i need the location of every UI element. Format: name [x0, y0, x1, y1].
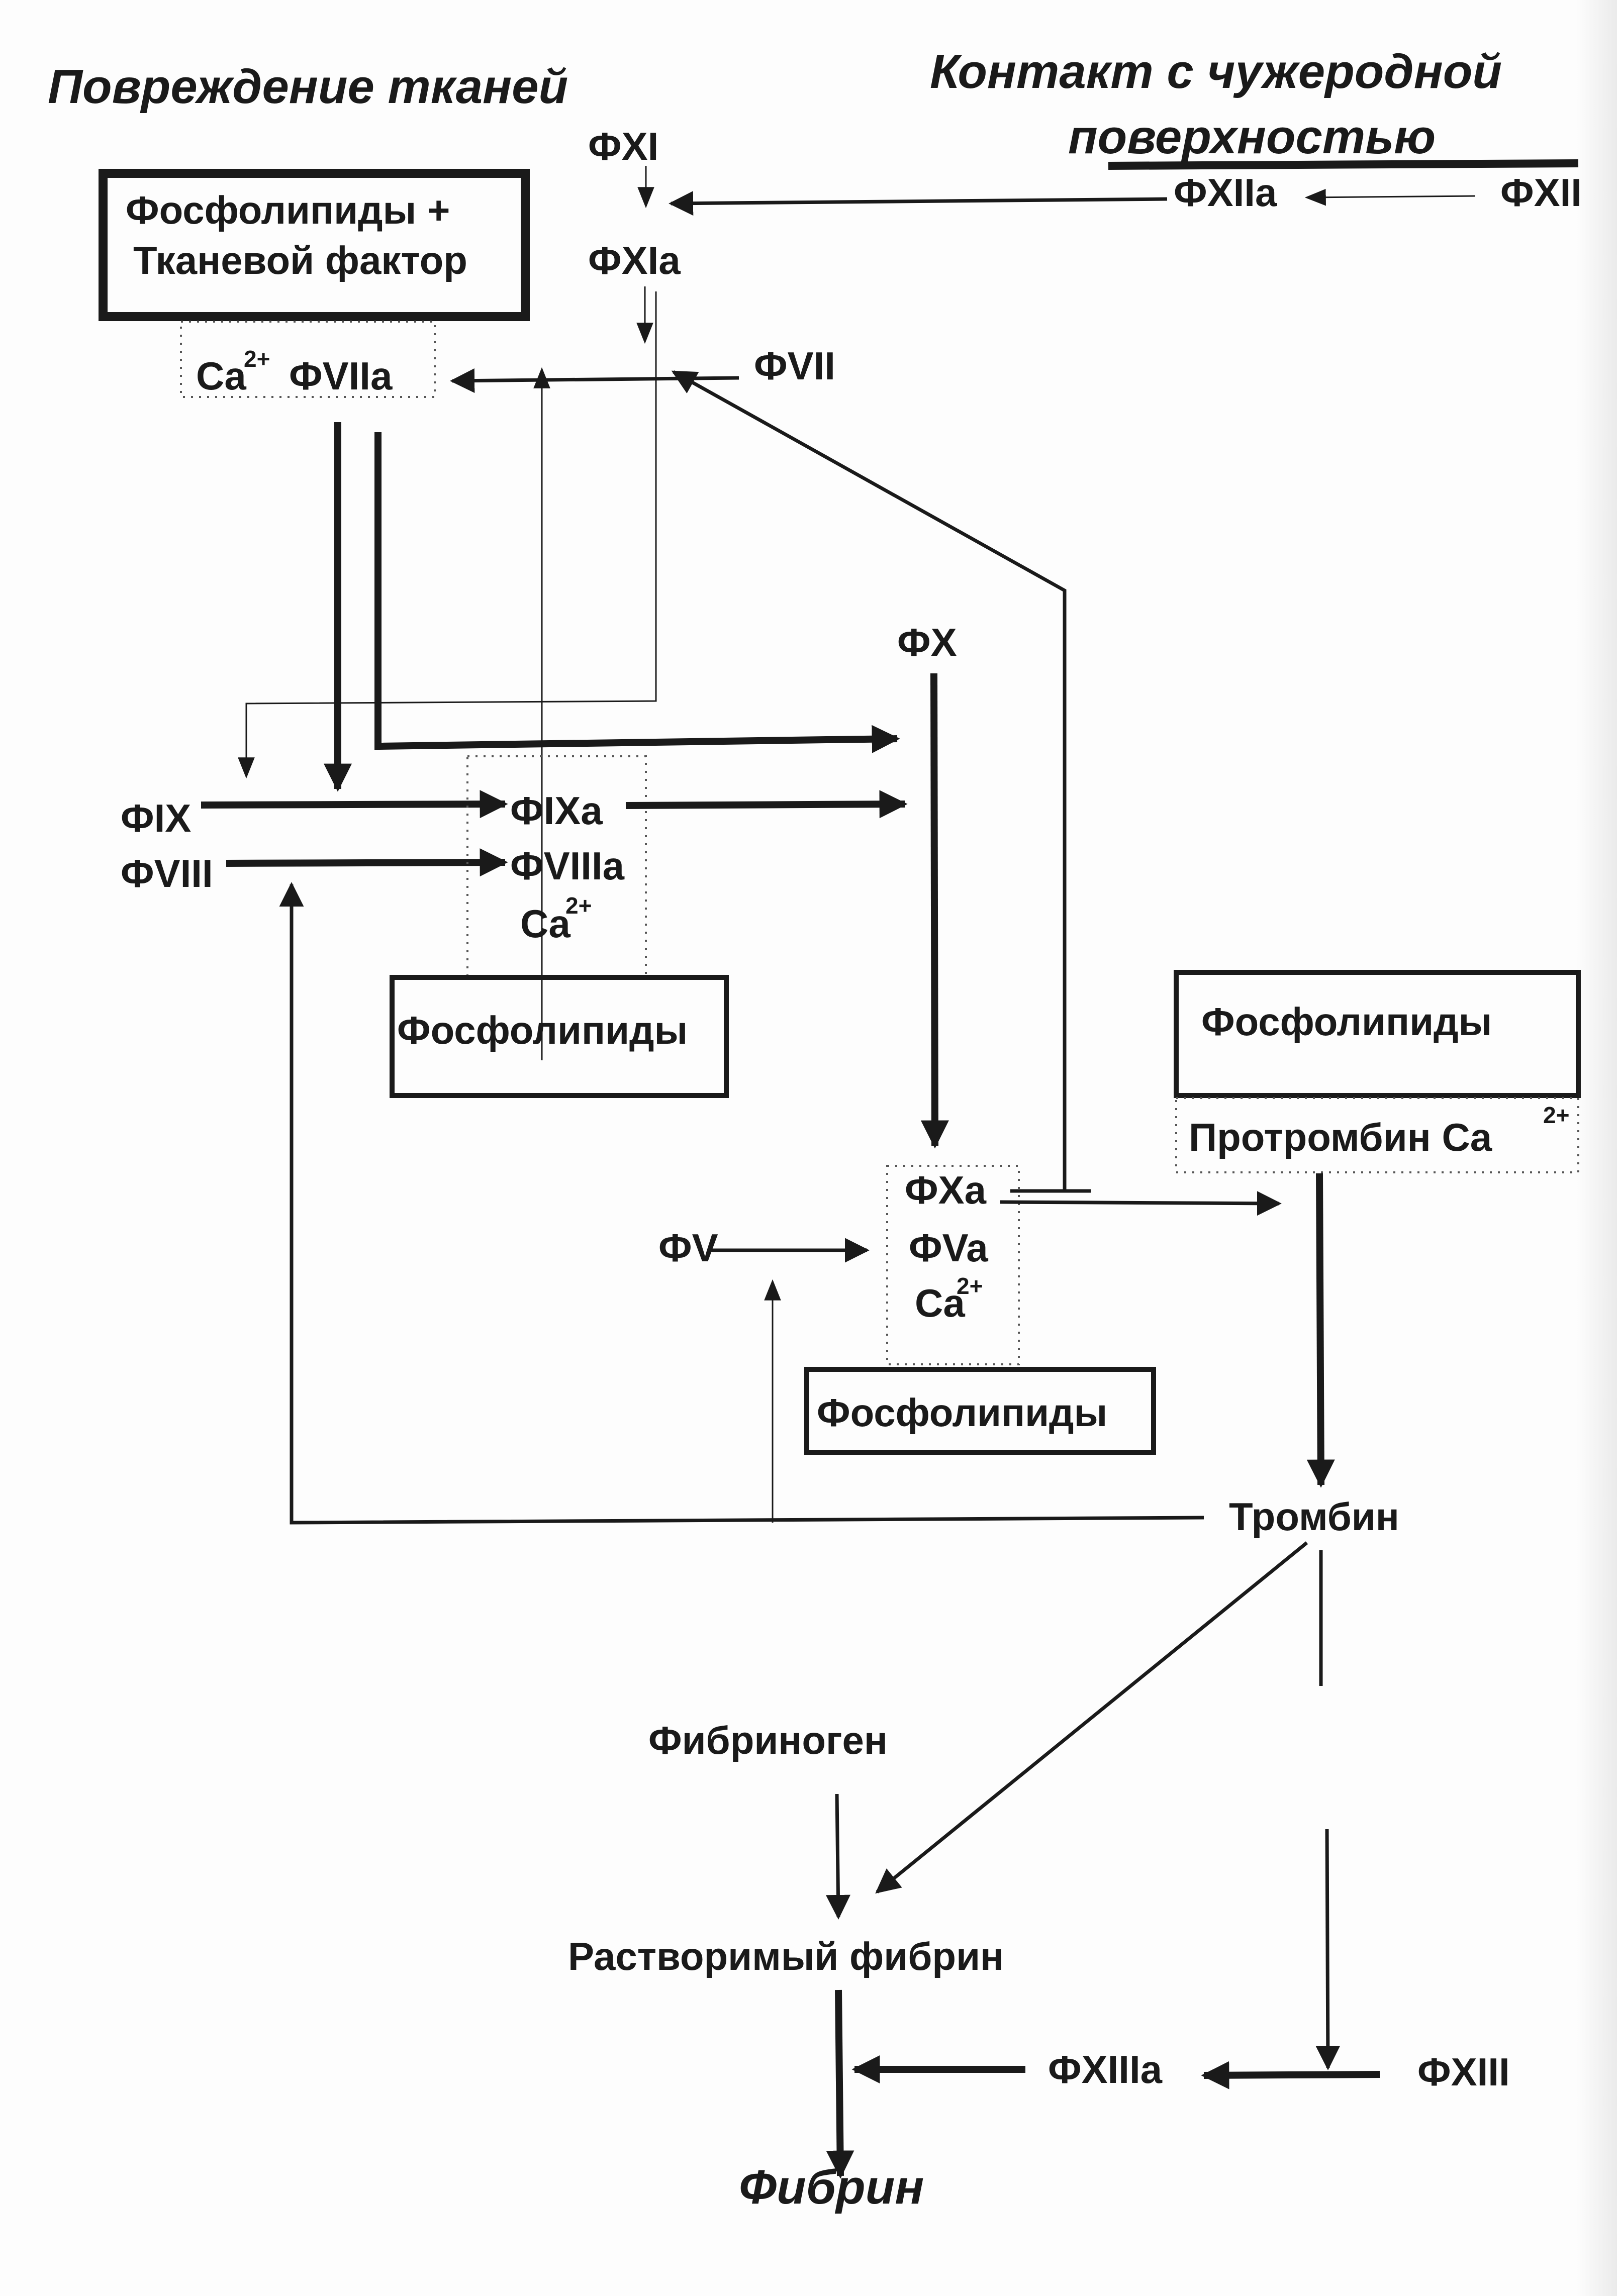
fviia-complex-box [180, 321, 436, 398]
arrow-thrombin-to-soluble-fibrin [875, 1541, 1308, 1894]
phospholipids-label-1: Фосфолипиды [397, 1008, 688, 1052]
node-fxi: ФXI [588, 124, 658, 168]
tissue-factor-box [99, 169, 530, 321]
node-fxii: ФXII [1500, 170, 1582, 215]
node-fx: ФX [897, 620, 957, 664]
node-fxiii: ФXIII [1417, 2050, 1510, 2094]
arrow-fix-to-fixa [201, 790, 508, 819]
heading-foreign-contact-line2: поверхностью [1068, 110, 1436, 164]
node-fxiia: ФXIIa [1174, 170, 1277, 215]
arrow-fviii-to-fviiia [226, 848, 508, 877]
phospholipids-label-3: Фосфолипиды [817, 1390, 1107, 1435]
fviia-label: ФVIIa [289, 354, 393, 398]
node-fv: ФV [658, 1226, 718, 1270]
tf-box-line2: Тканевой фактор [133, 238, 467, 282]
heading-underline [1108, 159, 1579, 170]
node-fvii: ФVII [754, 344, 835, 388]
node-fibrin: Фибрин [739, 2160, 924, 2214]
node-fva: ФVa [909, 1226, 988, 1270]
heading-tissue-damage: Повреждение тканей [48, 60, 568, 114]
tenase-complex-box [466, 755, 647, 978]
arrow-fxiii-to-fxiiia [1201, 2061, 1380, 2089]
arrow-fibrinogen-to-soluble-fibrin [825, 1793, 850, 1920]
prothrombin-complex-box [1175, 1097, 1579, 1173]
arrow-thrombin-to-fxiii [1315, 1829, 1341, 2070]
arrow-thrombin-feedback-fviii [279, 882, 1204, 1525]
prothrombinase-ca-sup: 2+ [957, 1273, 983, 1299]
arrow-prothrombin-to-thrombin [1306, 1173, 1335, 1488]
tf-box-line1: Фосфолипиды + [126, 188, 450, 232]
node-prothrombin: Протромбин Ca [1189, 1115, 1492, 1159]
arrow-fvii-to-fviia [450, 368, 739, 393]
fviia-ca-sup: 2+ [244, 346, 270, 372]
arrow-fxia-to-fix [238, 291, 657, 779]
node-fixa: ФIXa [510, 788, 603, 833]
arrow-fixa-to-fx [625, 790, 908, 819]
heading-foreign-contact-line1: Контакт с чужеродной [930, 45, 1502, 98]
prothrombin-sup: 2+ [1543, 1102, 1569, 1128]
arrow-soluble-fibrin-to-fibrin [826, 1989, 854, 2179]
arrow-fxii-to-fxiia [1304, 188, 1476, 206]
node-fxa: ФXa [905, 1168, 987, 1212]
fviia-ca: Ca [196, 354, 246, 398]
phospholipids-box-3 [804, 1367, 1156, 1455]
arrow-fx-to-fxa [920, 673, 949, 1149]
phospholipids-label-2: Фосфолипиды [1201, 1000, 1492, 1044]
phospholipids-box-2 [1174, 970, 1581, 1098]
prothrombinase-ca: Ca [915, 1281, 965, 1325]
arrow-fxa-feedback-fvii [671, 370, 1067, 1191]
node-fviii: ФVIII [121, 851, 213, 895]
prothrombinase-complex-box [886, 1165, 1020, 1365]
node-soluble-fibrin: Растворимый фибрин [568, 1934, 1004, 1978]
node-fix: ФIX [121, 796, 191, 840]
node-fibrinogen: Фибриноген [648, 1718, 888, 1762]
arrow-fxiia-to-fxi [669, 191, 1168, 216]
node-fxiiia: ФXIIIa [1048, 2047, 1163, 2091]
phospholipids-box-1 [390, 975, 729, 1098]
tenase-ca: Ca [520, 902, 570, 946]
node-fxia: ФXIa [588, 238, 681, 282]
arrow-fxa-to-prothrombin [1000, 1191, 1282, 1216]
tenase-ca-sup: 2+ [565, 892, 592, 919]
arrow-fviia-to-fx [374, 432, 900, 753]
node-thrombin: Тромбин [1229, 1494, 1399, 1539]
node-fviiia: ФVIIIa [510, 844, 625, 888]
